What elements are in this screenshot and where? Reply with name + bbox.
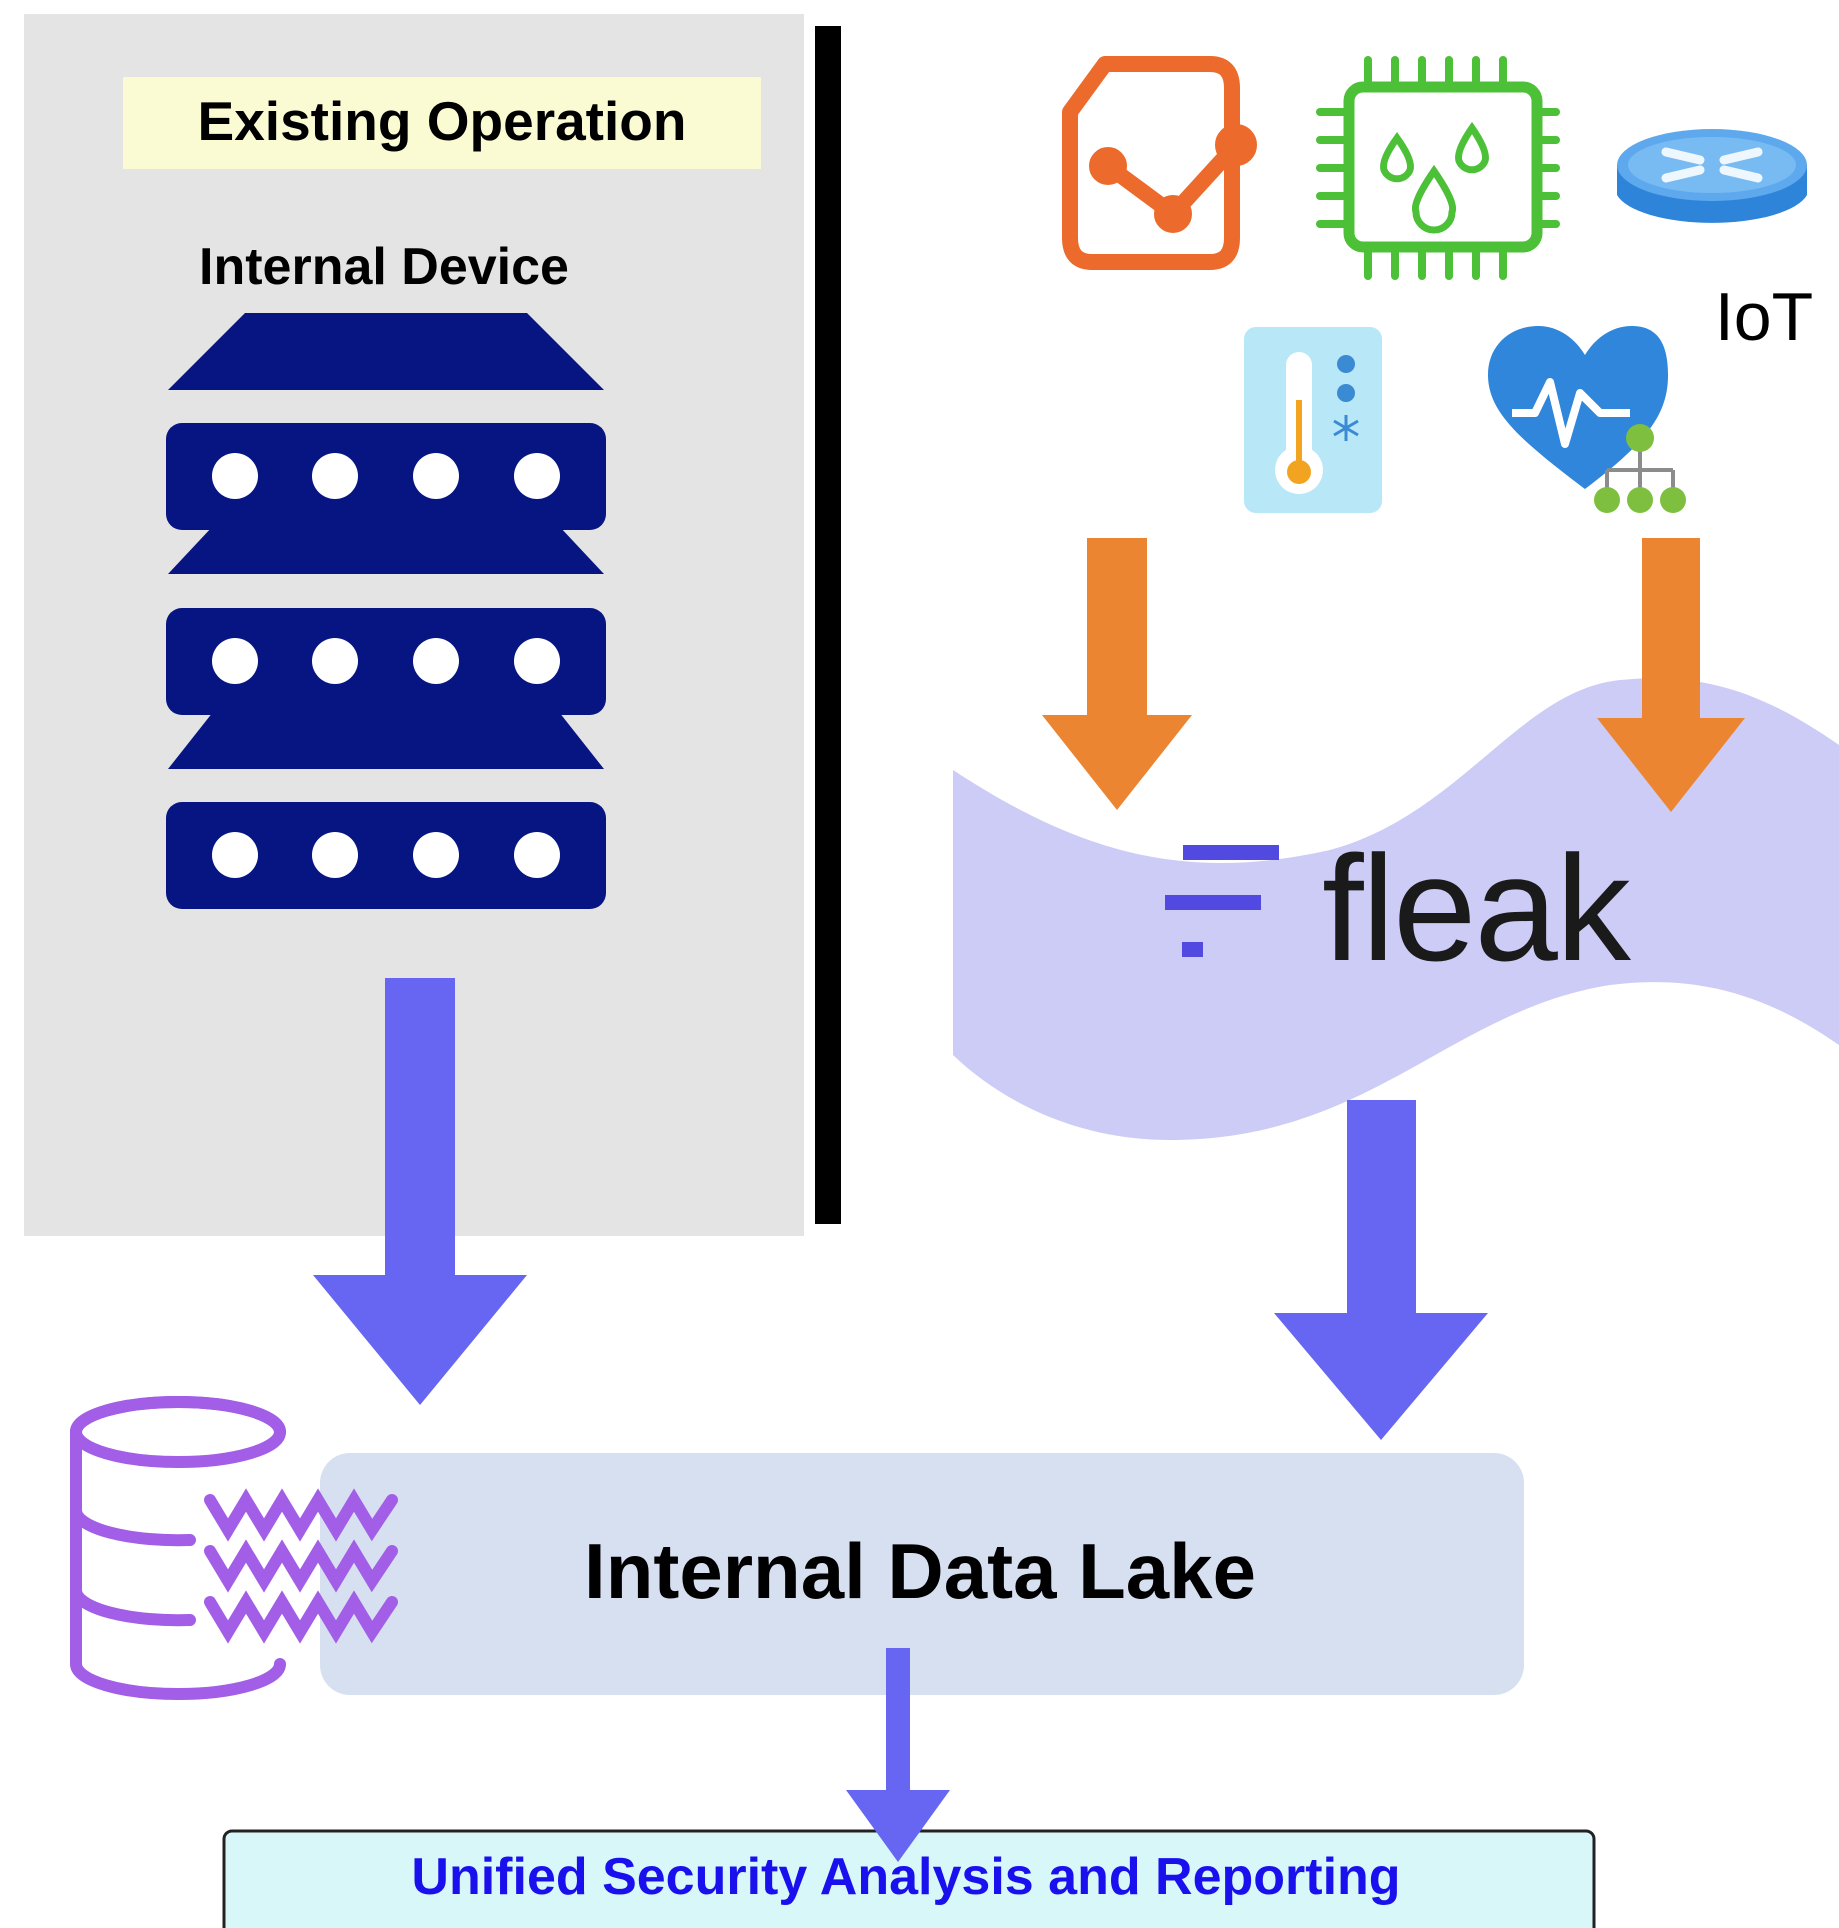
fleak-logo-mark — [1165, 845, 1279, 957]
existing-operation-title-box — [123, 77, 761, 169]
internal-device-label: Internal Device — [199, 238, 569, 296]
fleak-stream-band — [953, 678, 1839, 1140]
data-lake-box — [320, 1453, 1524, 1695]
analytics-document-icon — [1062, 56, 1257, 270]
thermometer-icon — [1244, 327, 1382, 513]
divider-line — [815, 26, 841, 1224]
moisture-chip-icon — [1316, 56, 1560, 280]
fleak-logo-text: fleak — [1322, 824, 1632, 992]
server-rack-icon — [166, 313, 606, 909]
purple-arrow-right — [1274, 1100, 1488, 1440]
database-lake-icon — [70, 1396, 398, 1700]
iot-label: IoT — [1715, 279, 1813, 355]
purple-arrow-left — [313, 978, 527, 1405]
heart-monitor-icon — [1488, 326, 1686, 513]
router-icon — [1617, 129, 1807, 223]
purple-arrow-down-small — [846, 1648, 950, 1862]
orange-arrow-right — [1597, 538, 1745, 812]
reporting-label: Unified Security Analysis and Reporting — [411, 1848, 1400, 1906]
data-lake-label: Internal Data Lake — [584, 1527, 1256, 1615]
existing-operation-title: Existing Operation — [198, 90, 687, 152]
orange-arrow-left — [1042, 538, 1192, 810]
